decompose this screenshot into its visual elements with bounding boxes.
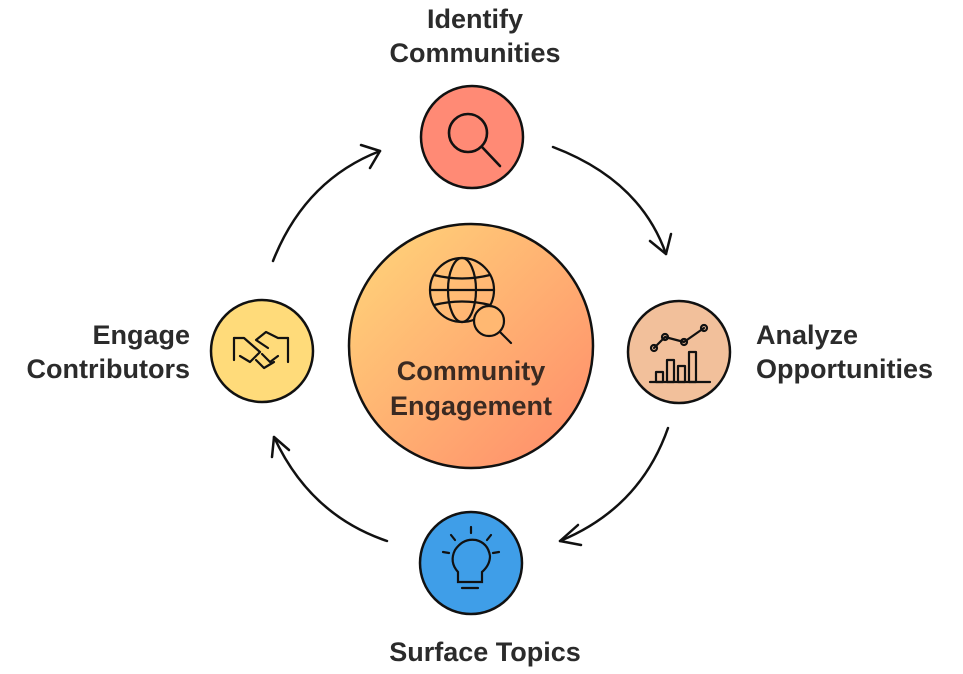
identify-label-line2: Communities bbox=[389, 38, 561, 68]
analyze-opportunities-label: Analyze Opportunities bbox=[756, 318, 933, 386]
engage-label-line1: Engage bbox=[92, 320, 190, 350]
engage-contributors-label: Engage Contributors bbox=[0, 318, 190, 386]
arrow-analyze-to-surface bbox=[558, 426, 670, 543]
surface-topics-node bbox=[418, 510, 524, 616]
arrow-head-1 bbox=[648, 232, 673, 256]
arrow-identify-to-analyze bbox=[551, 145, 668, 256]
analyze-label-line1: Analyze bbox=[756, 320, 859, 350]
chart-icon bbox=[648, 323, 712, 384]
arrow-head-3 bbox=[270, 435, 291, 459]
magnifier-icon bbox=[447, 112, 502, 168]
engage-label-line2: Contributors bbox=[26, 354, 190, 384]
analyze-label-line2: Opportunities bbox=[756, 354, 933, 384]
center-label-line2: Engagement bbox=[389, 391, 553, 421]
identify-communities-label: Identify Communities bbox=[345, 2, 605, 70]
identify-label-line1: Identify bbox=[426, 4, 523, 34]
center-label: Community Engagement bbox=[355, 354, 587, 424]
surface-label-line1: Surface Topics bbox=[389, 637, 581, 667]
identify-communities-node bbox=[419, 84, 525, 190]
engage-contributors-node bbox=[209, 298, 315, 404]
lightbulb-icon bbox=[441, 525, 501, 590]
center-circle bbox=[347, 222, 595, 470]
analyze-opportunities-node bbox=[626, 299, 732, 405]
globe-search-icon bbox=[428, 256, 513, 345]
arrow-head-2 bbox=[558, 523, 583, 547]
arrow-head-4 bbox=[359, 143, 382, 170]
center-label-line1: Community bbox=[396, 356, 546, 386]
arrow-surface-to-engage bbox=[272, 435, 389, 543]
handshake-icon bbox=[232, 330, 290, 370]
arrow-engage-to-identify bbox=[271, 149, 382, 263]
surface-topics-label: Surface Topics bbox=[345, 635, 625, 669]
